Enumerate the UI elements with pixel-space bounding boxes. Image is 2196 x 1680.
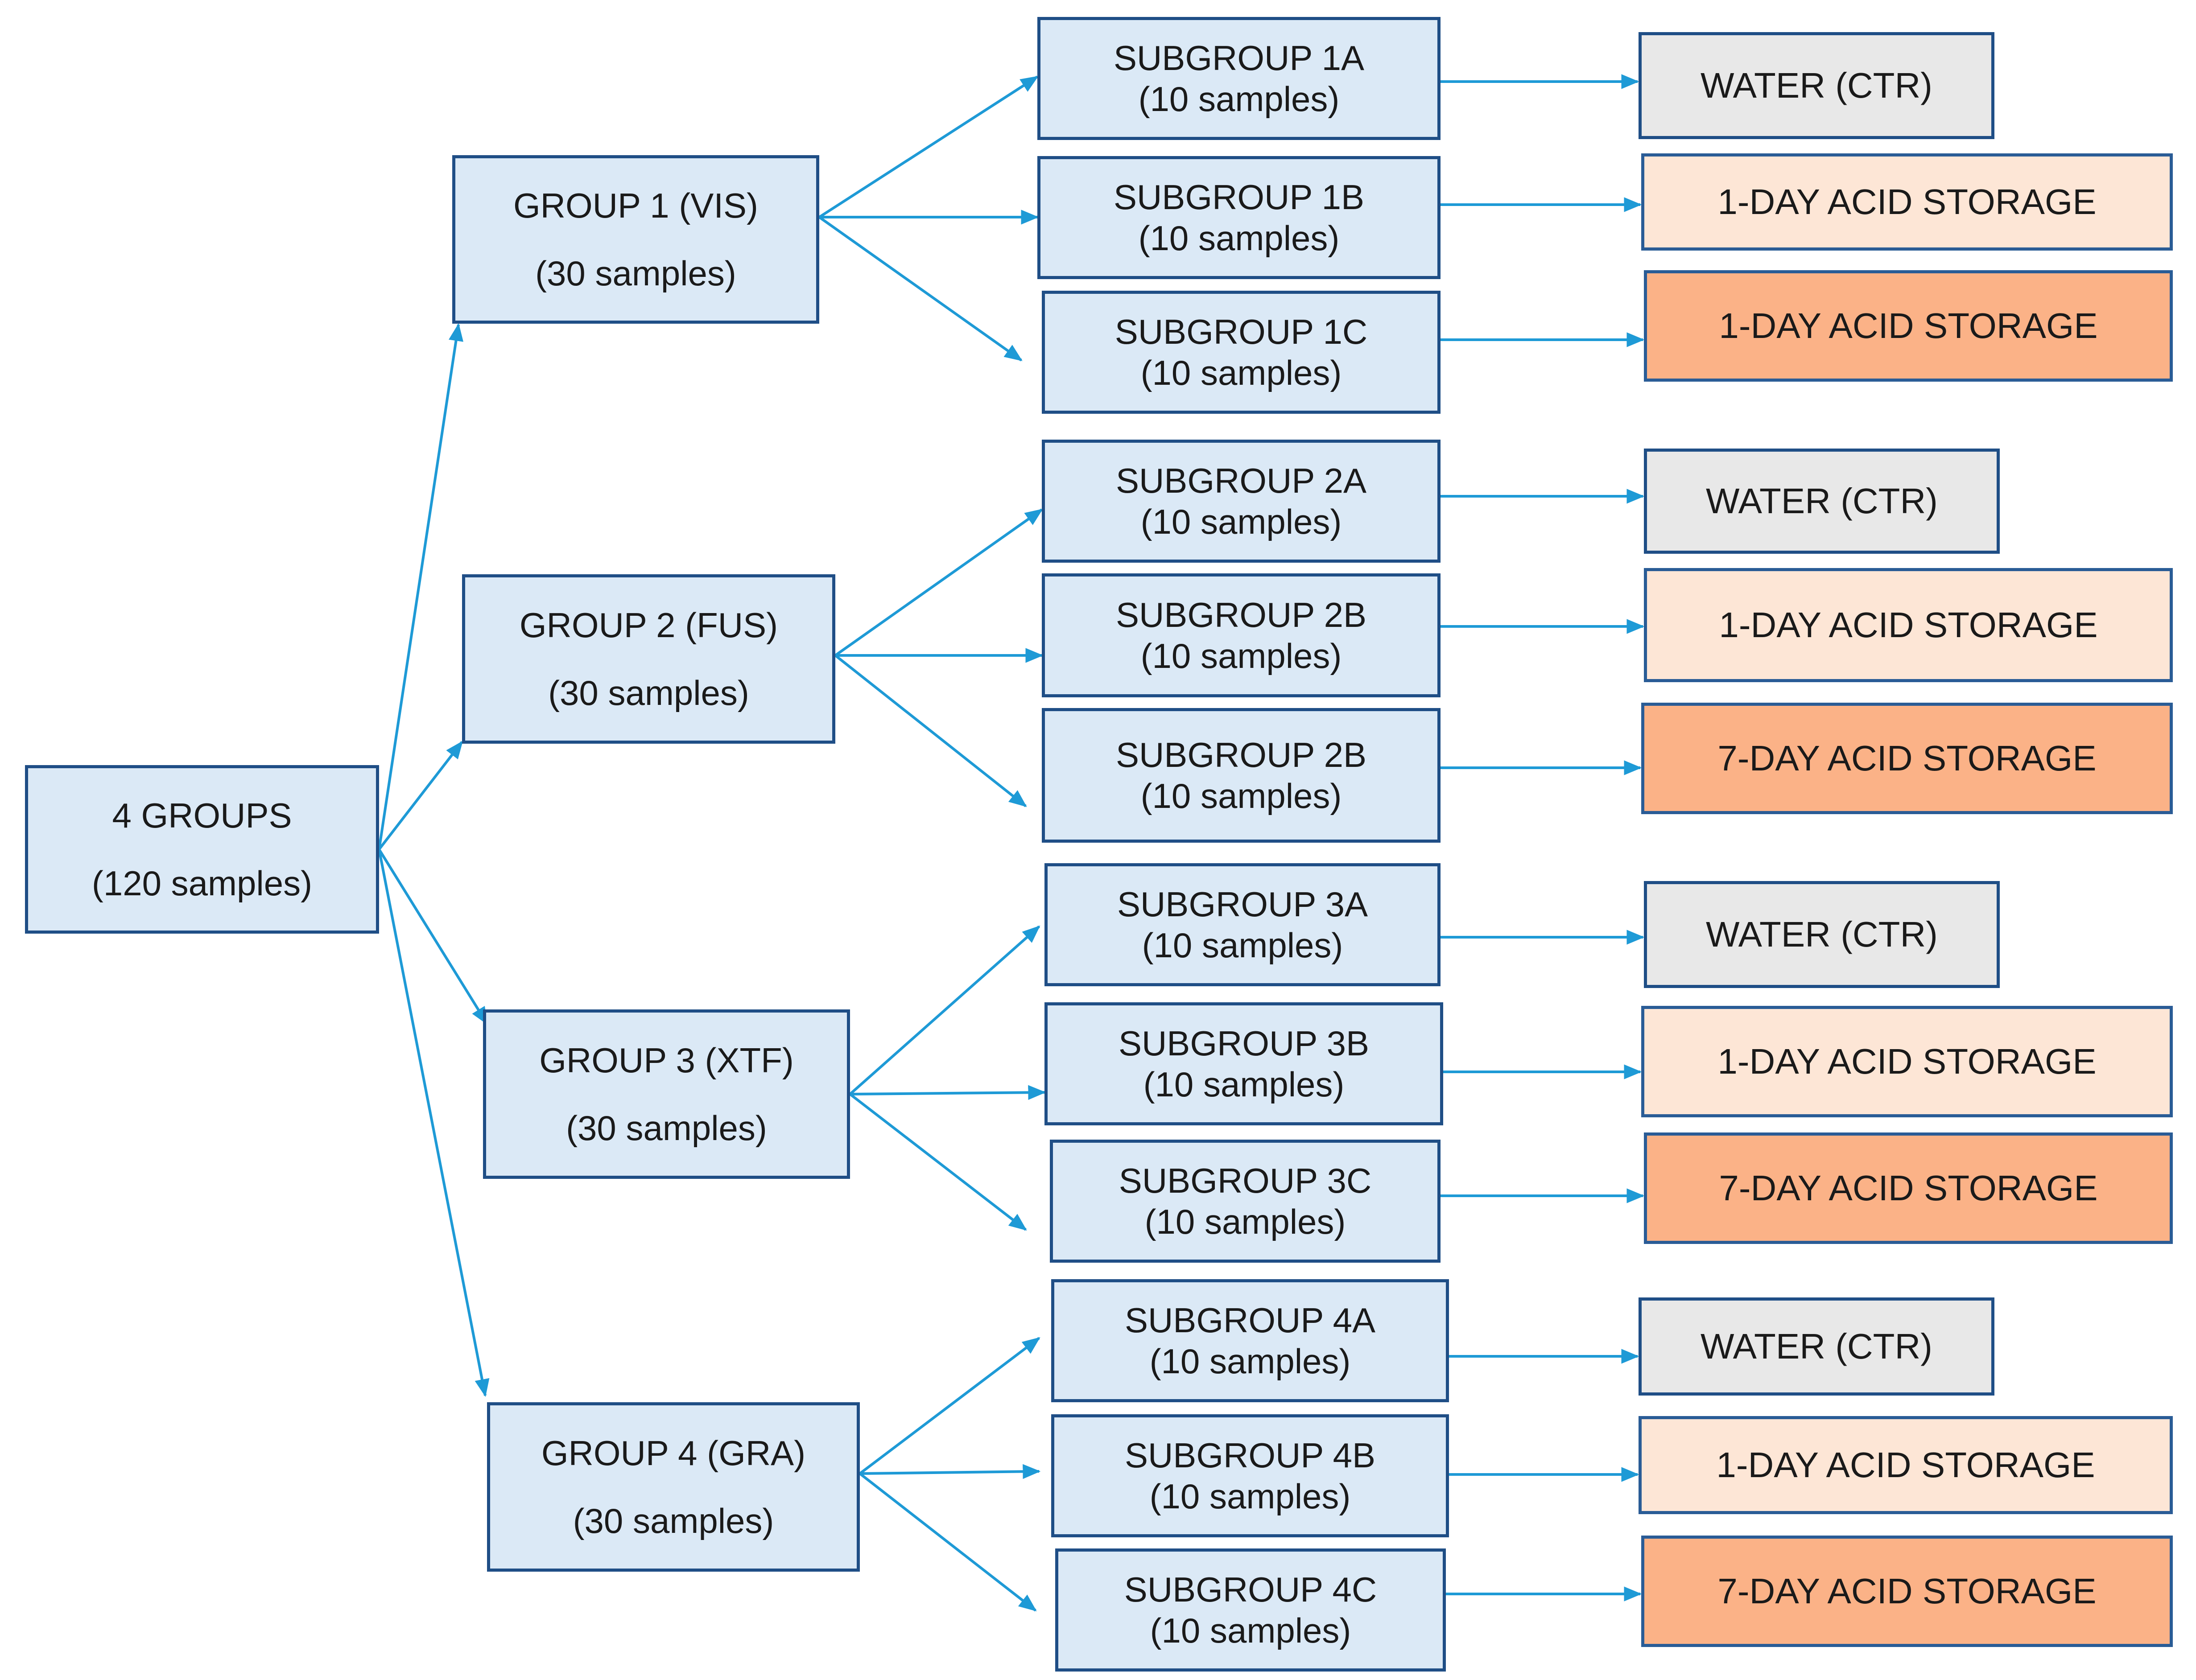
arrow-root-to-group-2 bbox=[378, 741, 463, 850]
subgroup-box-2a: SUBGROUP 2A (10 samples) bbox=[1042, 440, 1441, 563]
subgroup-count: (10 samples) bbox=[1142, 926, 1343, 965]
subgroup-box-4a: SUBGROUP 4A (10 samples) bbox=[1051, 1279, 1449, 1402]
outcome-label: 7-DAY ACID STORAGE bbox=[1719, 1168, 2098, 1208]
arrow-group-2-to-sub-2c bbox=[834, 654, 1027, 807]
outcome-label: 1-DAY ACID STORAGE bbox=[1717, 1041, 2097, 1081]
root-count: (120 samples) bbox=[91, 864, 313, 903]
subgroup-title: SUBGROUP 4A bbox=[1124, 1300, 1376, 1340]
group-box-4: GROUP 4 (GRA) (30 samples) bbox=[487, 1402, 860, 1572]
group-title: GROUP 2 (FUS) bbox=[519, 605, 778, 645]
subgroup-count: (10 samples) bbox=[1140, 502, 1342, 541]
group-count: (30 samples) bbox=[535, 254, 736, 293]
subgroup-box-1b: SUBGROUP 1B (10 samples) bbox=[1037, 156, 1441, 279]
subgroup-title: SUBGROUP 2B bbox=[1115, 735, 1367, 774]
outcome-box-1c: 1-DAY ACID STORAGE bbox=[1644, 270, 2173, 382]
arrow-group-3-to-sub-3a bbox=[849, 925, 1040, 1095]
outcome-label: 1-DAY ACID STORAGE bbox=[1719, 305, 2098, 346]
outcome-label: WATER (CTR) bbox=[1701, 1326, 1932, 1366]
arrow-group-1-to-sub-1c bbox=[818, 216, 1023, 362]
outcome-box-1a: WATER (CTR) bbox=[1639, 32, 1994, 139]
subgroup-count: (10 samples) bbox=[1149, 1342, 1351, 1381]
subgroup-title: SUBGROUP 3C bbox=[1119, 1161, 1372, 1200]
subgroup-box-1c: SUBGROUP 1C (10 samples) bbox=[1042, 291, 1441, 414]
subgroup-box-3b: SUBGROUP 3B (10 samples) bbox=[1044, 1002, 1443, 1125]
subgroup-box-4c: SUBGROUP 4C (10 samples) bbox=[1055, 1548, 1446, 1672]
group-box-1: GROUP 1 (VIS) (30 samples) bbox=[452, 155, 819, 324]
outcome-box-3b: 1-DAY ACID STORAGE bbox=[1641, 1006, 2173, 1117]
subgroup-title: SUBGROUP 1B bbox=[1113, 177, 1365, 217]
subgroup-count: (10 samples) bbox=[1144, 1202, 1346, 1241]
arrow-group-3-to-sub-3c bbox=[849, 1093, 1027, 1231]
outcome-label: 1-DAY ACID STORAGE bbox=[1717, 181, 2097, 222]
subgroup-title: SUBGROUP 3B bbox=[1118, 1023, 1370, 1063]
subgroup-title: SUBGROUP 2B bbox=[1115, 595, 1367, 634]
subgroup-title: SUBGROUP 2A bbox=[1115, 461, 1367, 500]
arrow-group-2-to-sub-2a bbox=[834, 508, 1043, 657]
arrow-group-4-to-sub-4b bbox=[859, 1464, 1041, 1479]
group-title: GROUP 3 (XTF) bbox=[539, 1040, 794, 1080]
outcome-label: WATER (CTR) bbox=[1701, 65, 1932, 105]
group-count: (30 samples) bbox=[566, 1108, 767, 1148]
arrow-root-to-group-4 bbox=[378, 849, 490, 1397]
subgroup-box-3c: SUBGROUP 3C (10 samples) bbox=[1050, 1140, 1441, 1263]
subgroup-box-2c: SUBGROUP 2B (10 samples) bbox=[1042, 708, 1441, 843]
group-count: (30 samples) bbox=[573, 1501, 774, 1540]
subgroup-box-1a: SUBGROUP 1A (10 samples) bbox=[1037, 17, 1441, 140]
arrow-group-4-to-sub-4a bbox=[859, 1337, 1040, 1475]
outcome-box-4a: WATER (CTR) bbox=[1639, 1297, 1994, 1396]
subgroup-title: SUBGROUP 3A bbox=[1117, 884, 1368, 924]
outcome-label: WATER (CTR) bbox=[1706, 914, 1938, 954]
arrow-group-3-to-sub-3b bbox=[850, 1085, 1046, 1100]
outcome-box-4b: 1-DAY ACID STORAGE bbox=[1639, 1416, 2173, 1514]
outcome-box-4c: 7-DAY ACID STORAGE bbox=[1641, 1536, 2173, 1647]
subgroup-count: (10 samples) bbox=[1149, 1477, 1351, 1516]
outcome-box-3c: 7-DAY ACID STORAGE bbox=[1644, 1132, 2173, 1244]
subgroup-count: (10 samples) bbox=[1140, 636, 1342, 675]
group-count: (30 samples) bbox=[548, 673, 749, 712]
outcome-label: 7-DAY ACID STORAGE bbox=[1717, 738, 2097, 778]
outcome-box-3a: WATER (CTR) bbox=[1644, 881, 2000, 988]
subgroup-title: SUBGROUP 1A bbox=[1113, 38, 1365, 78]
arrow-group-4-to-sub-4c bbox=[859, 1472, 1037, 1612]
subgroup-box-3a: SUBGROUP 3A (10 samples) bbox=[1044, 863, 1441, 986]
subgroup-count: (10 samples) bbox=[1140, 353, 1342, 392]
arrow-root-to-group-3 bbox=[378, 848, 488, 1025]
subgroup-count: (10 samples) bbox=[1138, 79, 1340, 119]
subgroup-title: SUBGROUP 1C bbox=[1115, 312, 1368, 351]
subgroup-title: SUBGROUP 4C bbox=[1124, 1569, 1377, 1609]
subgroup-box-4b: SUBGROUP 4B (10 samples) bbox=[1051, 1414, 1449, 1537]
subgroup-count: (10 samples) bbox=[1140, 776, 1342, 815]
outcome-label: WATER (CTR) bbox=[1706, 481, 1938, 521]
root-title: 4 GROUPS bbox=[112, 795, 292, 835]
group-box-3: GROUP 3 (XTF) (30 samples) bbox=[483, 1009, 850, 1179]
outcome-box-2c: 7-DAY ACID STORAGE bbox=[1641, 703, 2173, 814]
outcome-box-1b: 1-DAY ACID STORAGE bbox=[1641, 153, 2173, 251]
outcome-box-2b: 1-DAY ACID STORAGE bbox=[1644, 568, 2173, 682]
arrow-group-1-to-sub-1a bbox=[818, 75, 1039, 218]
subgroup-count: (10 samples) bbox=[1138, 218, 1340, 258]
outcome-box-2a: WATER (CTR) bbox=[1644, 449, 2000, 554]
subgroup-box-2b: SUBGROUP 2B (10 samples) bbox=[1042, 573, 1441, 697]
outcome-label: 1-DAY ACID STORAGE bbox=[1716, 1445, 2095, 1485]
subgroup-count: (10 samples) bbox=[1150, 1611, 1351, 1650]
subgroup-count: (10 samples) bbox=[1143, 1065, 1345, 1104]
group-title: GROUP 1 (VIS) bbox=[513, 185, 758, 225]
group-title: GROUP 4 (GRA) bbox=[541, 1433, 806, 1473]
root-box: 4 GROUPS (120 samples) bbox=[25, 765, 379, 934]
outcome-label: 7-DAY ACID STORAGE bbox=[1717, 1571, 2097, 1611]
outcome-label: 1-DAY ACID STORAGE bbox=[1719, 605, 2098, 645]
subgroup-title: SUBGROUP 4B bbox=[1124, 1435, 1376, 1475]
group-box-2: GROUP 2 (FUS) (30 samples) bbox=[462, 574, 835, 744]
arrow-root-to-group-1 bbox=[378, 323, 463, 850]
